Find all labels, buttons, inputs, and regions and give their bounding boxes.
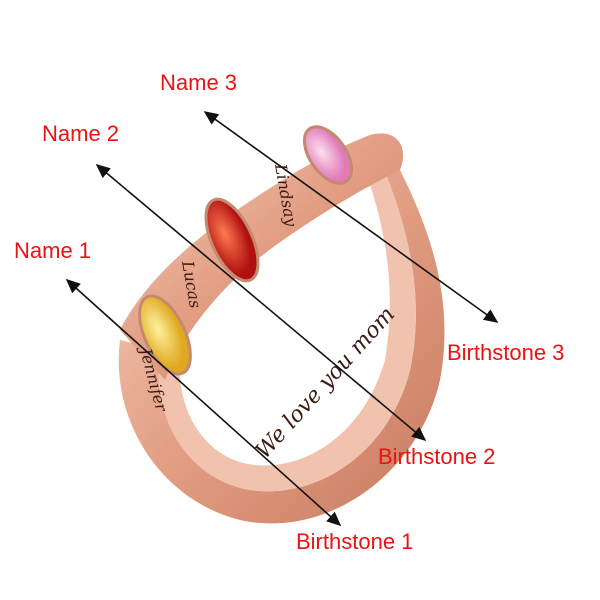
label-name-3: Name 3: [160, 70, 238, 95]
label-birthstone-2: Birthstone 2: [378, 444, 496, 469]
label-birthstone-1: Birthstone 1: [296, 529, 414, 554]
label-name-1: Name 1: [14, 238, 92, 263]
arrow-name1-birthstone1: [65, 278, 342, 527]
label-birthstone-3: Birthstone 3: [447, 340, 565, 365]
label-name-2: Name 2: [42, 121, 120, 146]
